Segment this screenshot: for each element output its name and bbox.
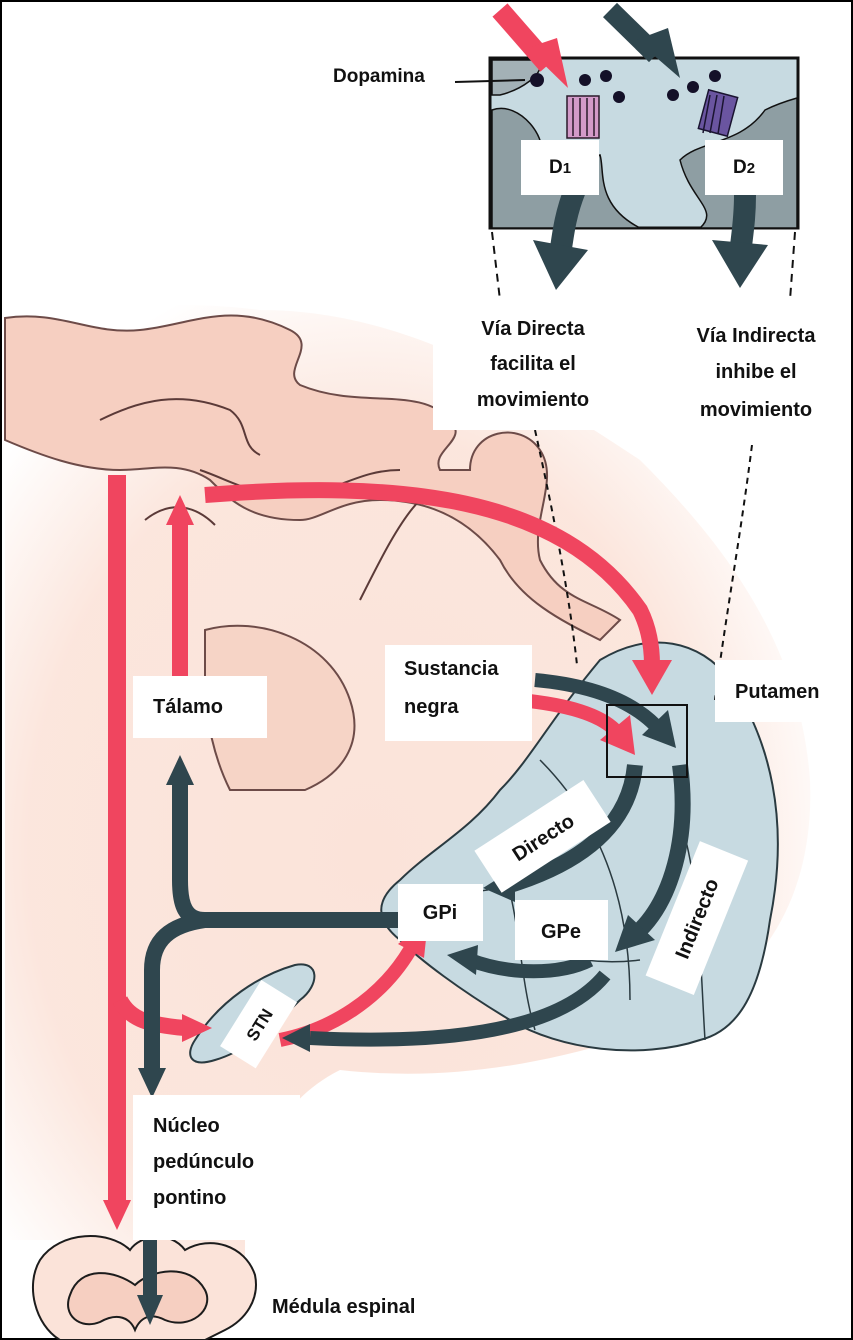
label-sustancia-negra: Sustancia negra bbox=[385, 645, 532, 741]
label-gpe: GPe bbox=[515, 900, 608, 960]
via-directa-line1: Vía Directa bbox=[481, 318, 585, 340]
dopamina-text: Dopamina bbox=[333, 66, 425, 87]
sustancia-negra-line2: negra bbox=[404, 696, 459, 718]
label-via-indirecta: Vía Indirecta inhibe el movimiento bbox=[665, 310, 850, 445]
d2-outgoing-arrowhead bbox=[712, 240, 768, 288]
d1-receptor bbox=[567, 96, 599, 138]
d2-subscript: 2 bbox=[747, 160, 755, 177]
label-medula-espinal: Médula espinal bbox=[272, 1296, 415, 1318]
dashed-leader-right-top bbox=[790, 232, 795, 300]
gpi-text: GPi bbox=[423, 902, 457, 924]
d1-text: D bbox=[549, 157, 563, 178]
putamen-text: Putamen bbox=[735, 681, 819, 703]
sustancia-negra-line1: Sustancia bbox=[404, 658, 499, 680]
label-via-directa: Vía Directa facilita el movimiento bbox=[433, 302, 628, 430]
talamo-text: Tálamo bbox=[153, 696, 223, 718]
via-directa-line3: movimiento bbox=[477, 389, 589, 411]
gpe-text: GPe bbox=[541, 921, 581, 943]
label-gpi: GPi bbox=[398, 884, 483, 941]
label-talamo: Tálamo bbox=[133, 676, 267, 738]
nucleo-line2: pedúnculo bbox=[153, 1151, 254, 1173]
label-nucleo-pedunculo-pontino: Núcleo pedúnculo pontino bbox=[133, 1095, 300, 1240]
dashed-leader-left-top bbox=[492, 232, 500, 300]
svg-text:D2: D2 bbox=[733, 157, 755, 178]
nucleo-line3: pontino bbox=[153, 1187, 226, 1209]
label-dopamina: Dopamina bbox=[333, 66, 425, 87]
medula-espinal-text: Médula espinal bbox=[272, 1296, 415, 1318]
d1-subscript: 1 bbox=[563, 160, 571, 177]
label-d1: D1 bbox=[521, 140, 599, 195]
nucleo-line1: Núcleo bbox=[153, 1115, 220, 1137]
svg-text:D1: D1 bbox=[549, 157, 571, 178]
d2-text: D bbox=[733, 157, 747, 178]
d1-outgoing-arrowhead bbox=[533, 240, 588, 290]
label-putamen: Putamen bbox=[715, 660, 850, 722]
via-indirecta-line2: inhibe el bbox=[715, 361, 796, 383]
label-d2: D2 bbox=[705, 140, 783, 195]
via-indirecta-line1: Vía Indirecta bbox=[697, 325, 817, 347]
via-indirecta-line3: movimiento bbox=[700, 399, 812, 421]
via-directa-line2: facilita el bbox=[490, 353, 576, 375]
d1-outgoing-arrow bbox=[560, 190, 575, 255]
